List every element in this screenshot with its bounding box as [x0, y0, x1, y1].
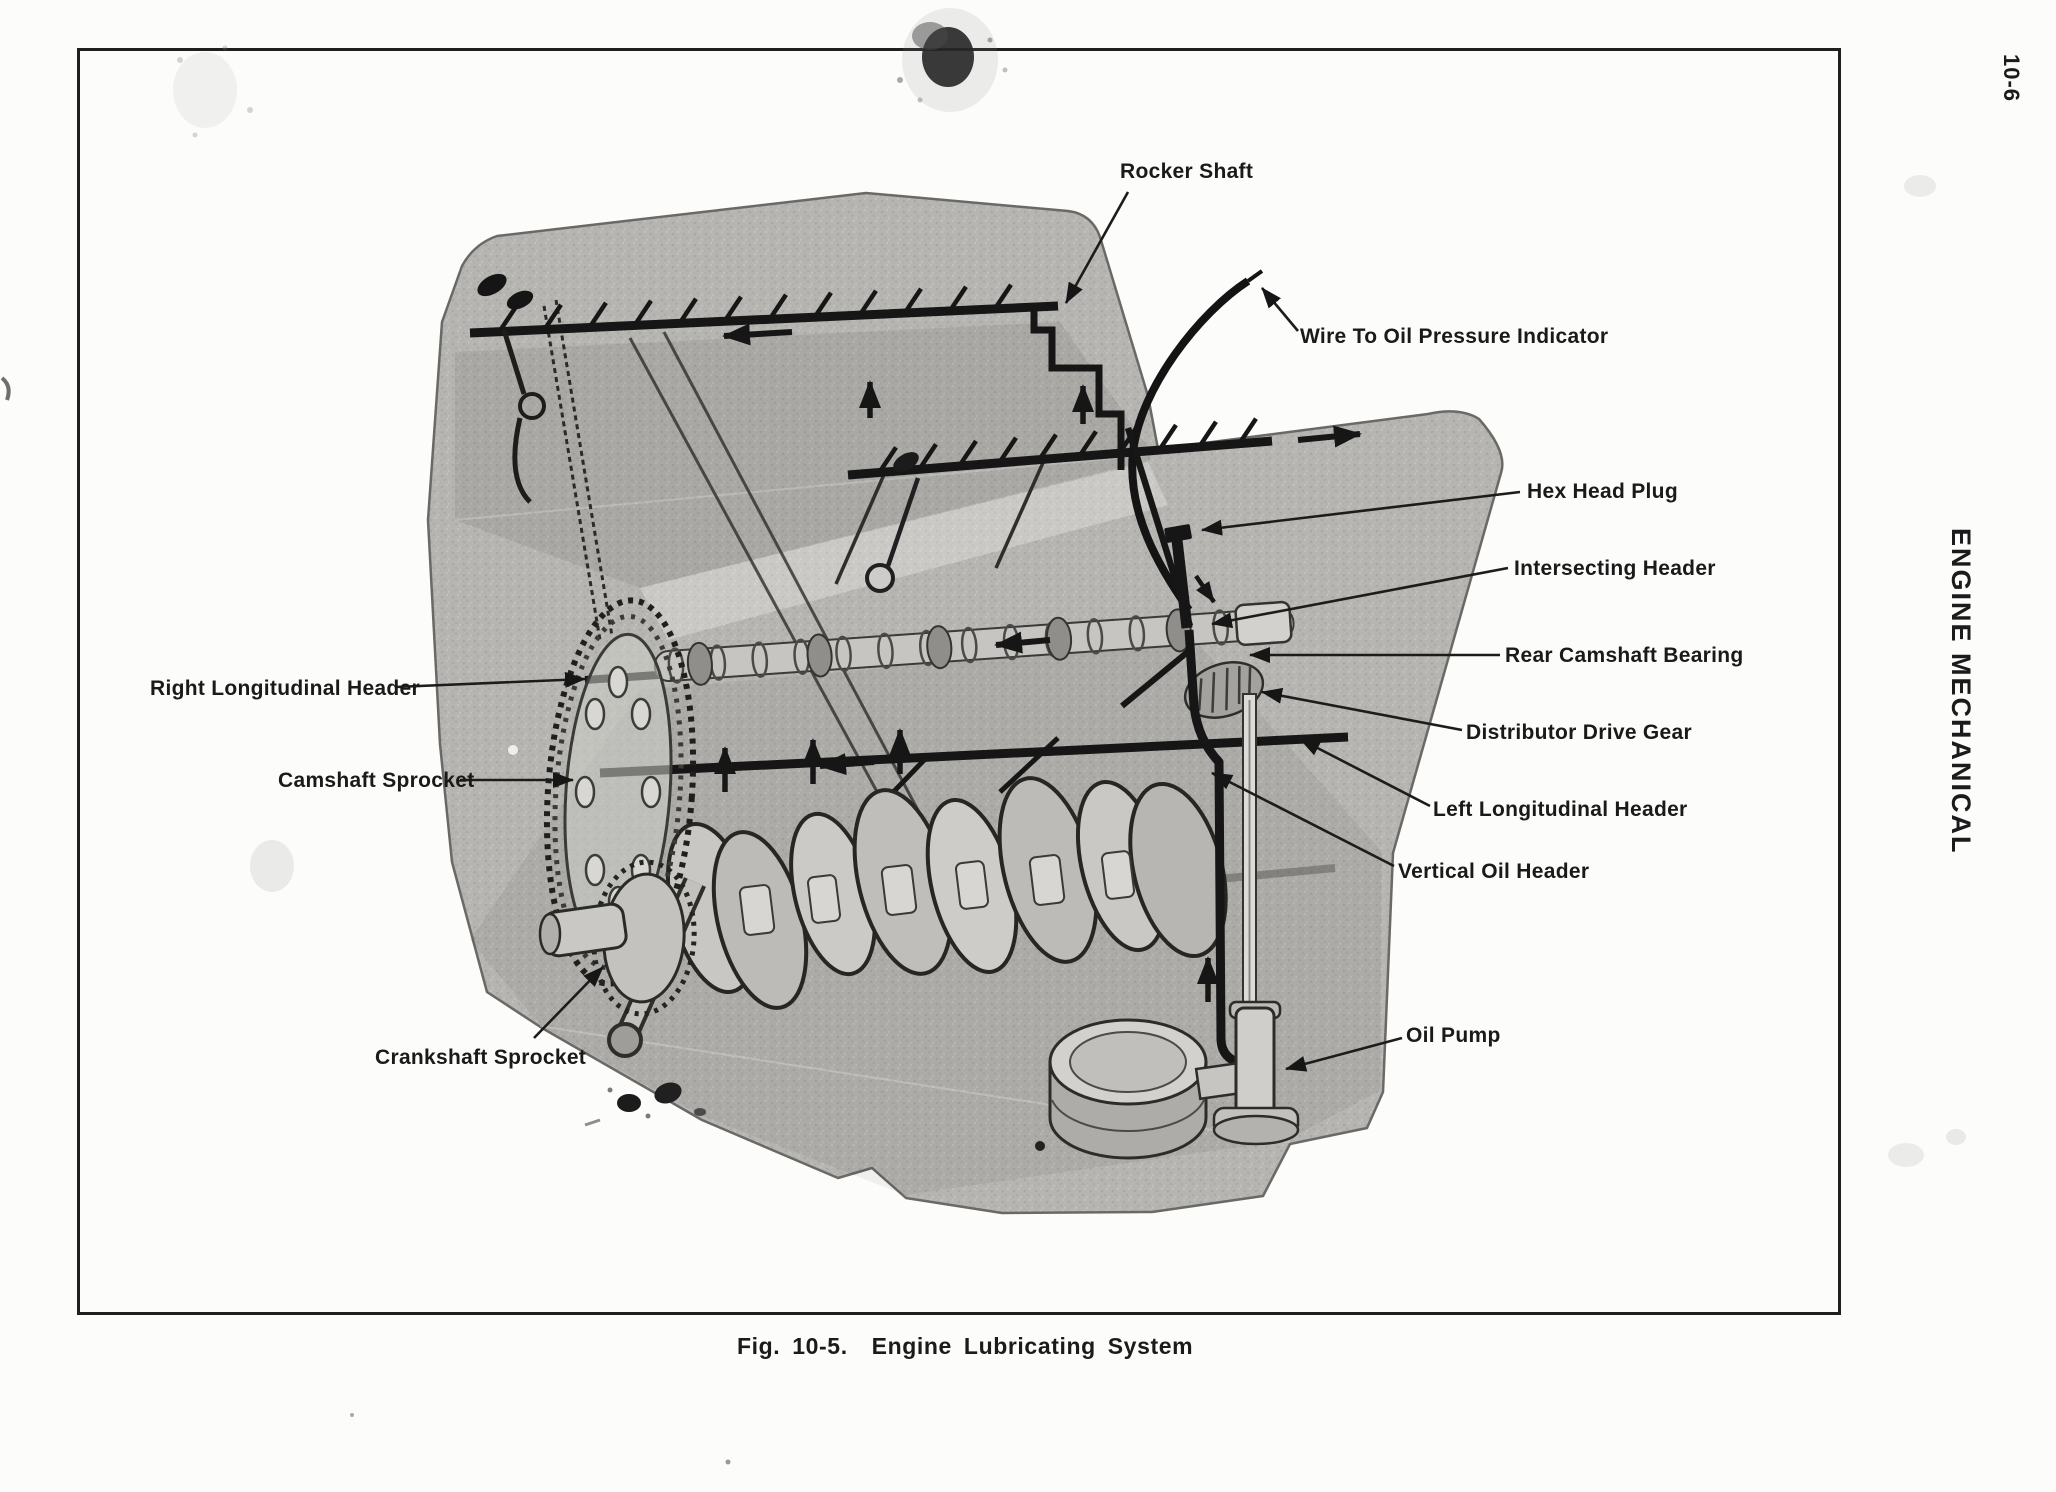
label-crankshaft-sprocket: Crankshaft Sprocket	[375, 1046, 587, 1069]
label-vertical-oil-header: Vertical Oil Header	[1398, 860, 1590, 883]
intersecting-header-line	[1124, 427, 1194, 627]
label-camshaft-sprocket: Camshaft Sprocket	[278, 769, 475, 792]
timing-chain	[538, 299, 697, 1017]
label-oil-pump: Oil Pump	[1406, 1024, 1501, 1047]
oil-pump-drive-shaft	[1242, 693, 1257, 1011]
label-rear-camshaft-bearing: Rear Camshaft Bearing	[1505, 644, 1744, 667]
label-right-longitudinal-header: Right Longitudinal Header	[150, 677, 420, 700]
rocker-shaft-left	[469, 283, 1125, 470]
vertical-oil-header-line	[1184, 629, 1242, 1068]
label-rocker-shaft: Rocker Shaft	[1120, 160, 1254, 183]
camshaft-sprocket-part	[543, 597, 697, 987]
label-hex-head-plug: Hex Head Plug	[1527, 480, 1678, 503]
label-wire-oil-pressure: Wire To Oil Pressure Indicator	[1300, 325, 1609, 348]
rear-camshaft-bearing-part	[1234, 600, 1293, 646]
section-title-vertical: ENGINE MECHANICAL	[1946, 528, 1976, 855]
label-intersecting-header: Intersecting Header	[1514, 557, 1716, 580]
oil-pump-part	[1048, 1000, 1300, 1160]
crankshaft	[594, 776, 1336, 1058]
leader-lines	[395, 191, 1521, 1072]
figure-caption: Fig. 10-5. Engine Lubricating System	[737, 1333, 1194, 1359]
page-number: 10-6	[1999, 54, 2024, 103]
scan-smudges	[0, 8, 1966, 1465]
label-left-longitudinal-header: Left Longitudinal Header	[1433, 798, 1688, 821]
rocker-shaft-right	[847, 417, 1273, 480]
camshaft	[653, 600, 1295, 686]
label-distributor-drive-gear: Distributor Drive Gear	[1466, 721, 1692, 744]
crankshaft-snout	[538, 902, 628, 958]
valve-lifter	[865, 452, 921, 593]
oil-gauge-rod	[477, 273, 546, 504]
oil-flow-arrows	[714, 323, 1362, 1002]
